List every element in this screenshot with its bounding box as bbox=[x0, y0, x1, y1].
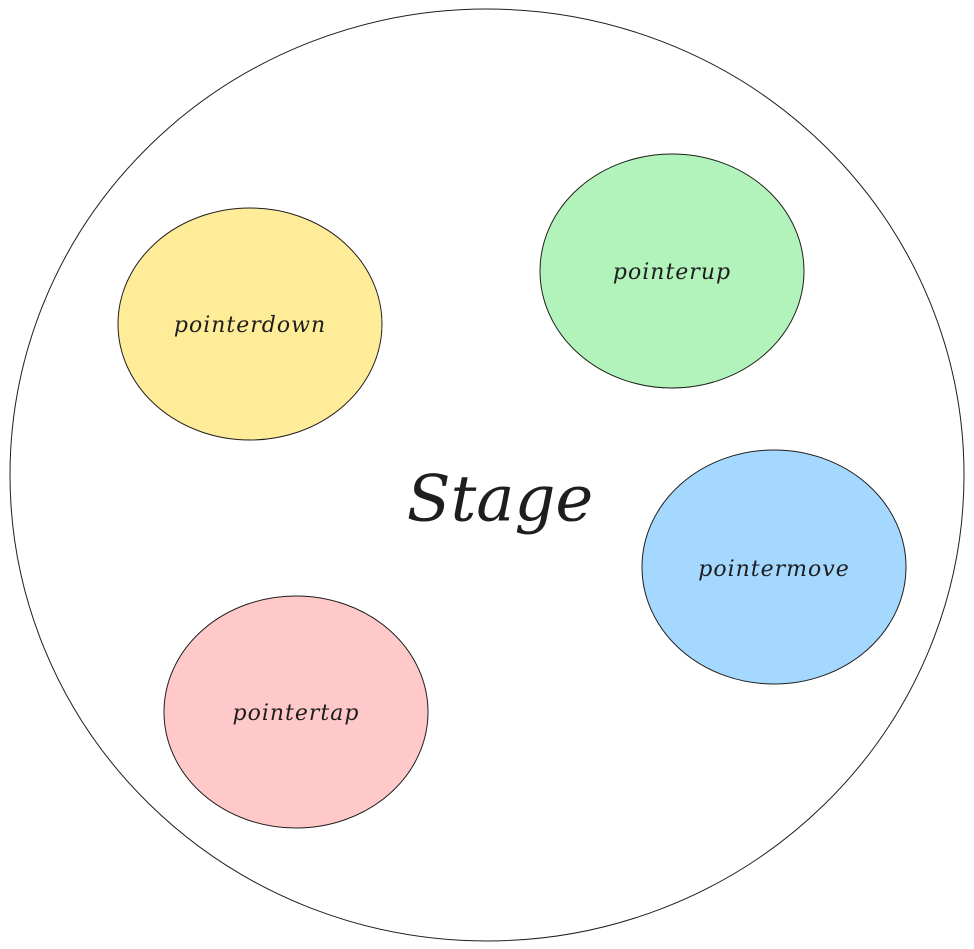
event-node-pointerdown: pointerdown bbox=[117, 207, 383, 441]
event-node-pointerup: pointerup bbox=[539, 153, 805, 389]
event-circle-pointermove bbox=[641, 449, 907, 685]
event-circle-pointerup bbox=[539, 153, 805, 389]
event-label-pointerup: pointerup bbox=[613, 260, 731, 285]
stage-label: Stage bbox=[407, 463, 594, 537]
event-circle-pointertap bbox=[163, 595, 429, 829]
event-circle-pointerdown bbox=[117, 207, 383, 441]
event-node-pointertap: pointertap bbox=[163, 595, 429, 829]
event-label-pointerdown: pointerdown bbox=[174, 313, 326, 338]
event-label-pointertap: pointertap bbox=[233, 701, 360, 726]
event-label-pointermove: pointermove bbox=[698, 557, 849, 582]
event-node-pointermove: pointermove bbox=[641, 449, 907, 685]
